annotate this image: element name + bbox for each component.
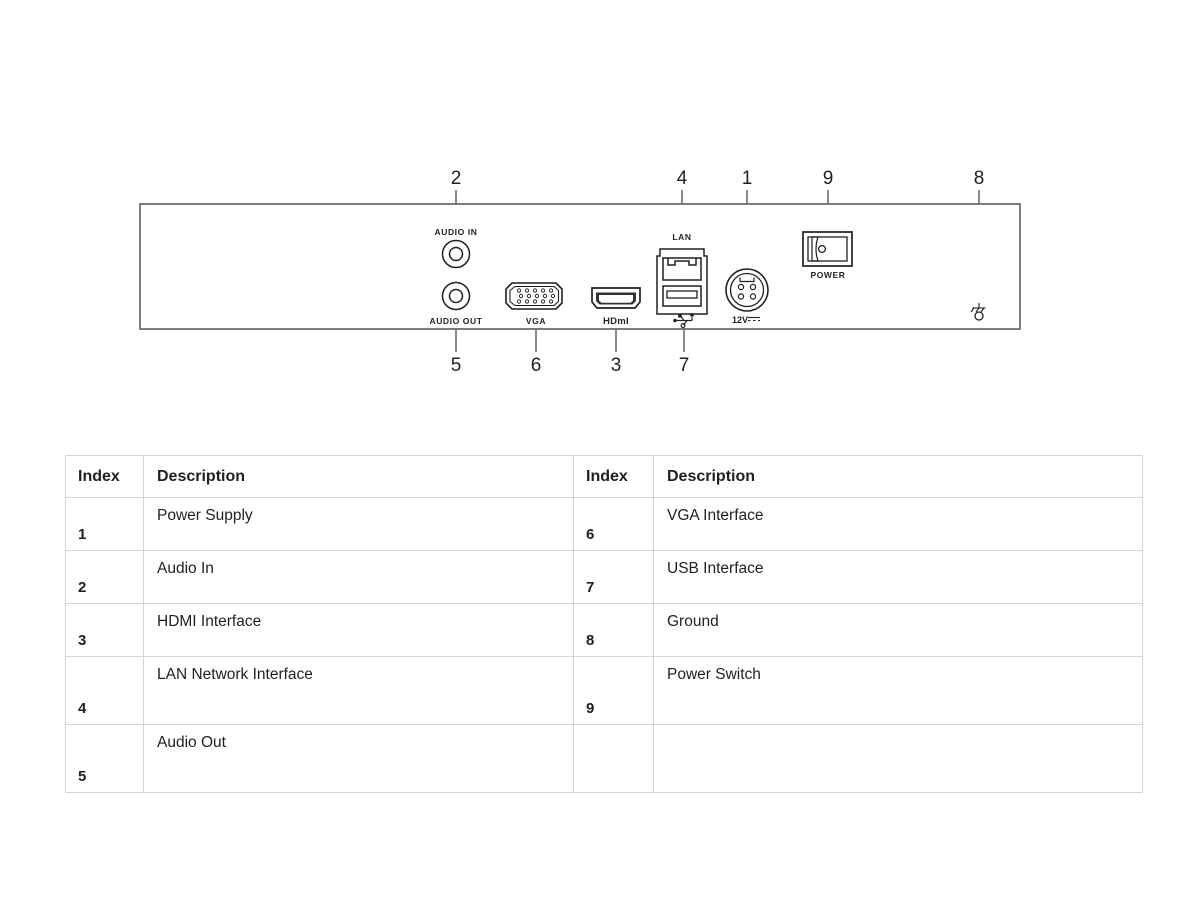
lan-usb-bracket-outline	[656, 248, 708, 315]
audio-in-label: AUDIO IN	[434, 227, 477, 237]
vga-shell-outer	[505, 282, 563, 310]
legend-table-container: Index Description Index Description 1 Po…	[65, 455, 1143, 793]
ground-screw-hole	[974, 311, 984, 321]
row-description-3: HDMI Interface	[143, 603, 574, 657]
row-description-1: Power Supply	[143, 497, 574, 551]
usb-icon	[673, 312, 695, 329]
callout-numbers-bottom: 5 6 3 7	[451, 355, 690, 376]
ground-icon	[970, 303, 986, 313]
row-index-3: 3	[65, 603, 144, 657]
row-description-7: USB Interface	[653, 550, 1143, 604]
callout-number-7: 7	[679, 355, 690, 376]
table-row: 2 Audio In 7 USB Interface	[65, 550, 1143, 604]
dc-connector-inner-ring	[729, 272, 765, 308]
row-description-4: LAN Network Interface	[143, 656, 574, 725]
row-description-9: Power Switch	[653, 656, 1143, 725]
vga-port: VGA	[505, 282, 563, 326]
hdmi-cavity	[599, 295, 633, 303]
rj45-keyway	[667, 258, 697, 266]
dc-power-input-port: 12V	[725, 268, 769, 325]
vga-shell-inner	[509, 285, 560, 307]
audio-out-port: AUDIO OUT	[429, 281, 482, 326]
callout-numbers-top: 2 4 1 9 8	[451, 168, 985, 189]
index-description-table: Index Description Index Description 1 Po…	[65, 455, 1143, 793]
row-index-6: 6	[573, 497, 654, 551]
hdmi-port: HDmI	[591, 287, 641, 327]
power-switch-frame	[802, 231, 853, 267]
hdmi-label: HDmI	[603, 316, 629, 327]
usb-body	[662, 285, 702, 307]
header-description-left: Description	[143, 455, 574, 498]
callout-number-6: 6	[531, 355, 542, 376]
audio-in-jack-outer	[441, 239, 471, 269]
callout-number-4: 4	[677, 168, 688, 189]
row-description-5: Audio Out	[143, 724, 574, 793]
row-index-5: 5	[65, 724, 144, 793]
audio-out-label: AUDIO OUT	[429, 316, 482, 326]
table-header-row: Index Description Index Description	[65, 455, 1143, 498]
hdmi-shell-outer	[591, 287, 641, 309]
audio-in-port: AUDIO IN	[434, 227, 477, 269]
row-index-7: 7	[573, 550, 654, 604]
usb-a-jack	[662, 285, 702, 307]
vga-label: VGA	[526, 316, 546, 326]
callout-number-8: 8	[974, 168, 985, 189]
rj45-jack	[662, 257, 702, 281]
row-description-2: Audio In	[143, 550, 574, 604]
row-index-8: 8	[573, 603, 654, 657]
table-row: 5 Audio Out	[65, 724, 1143, 793]
row-description-8: Ground	[653, 603, 1143, 657]
audio-out-jack-inner	[448, 288, 464, 304]
dc-connector-keyway	[739, 277, 755, 283]
dc-input-label: 12V	[732, 315, 748, 325]
row-description-blank	[653, 724, 1143, 793]
dc-current-icon	[748, 316, 760, 322]
rj45-body	[662, 257, 702, 281]
dc-connector-outer-ring	[725, 268, 769, 312]
table-row: 3 HDMI Interface 8 Ground	[65, 603, 1143, 657]
callout-number-1: 1	[742, 168, 753, 189]
row-index-4: 4	[65, 656, 144, 725]
row-index-1: 1	[65, 497, 144, 551]
rear-panel-diagram: AUDIO IN AUDIO OUT	[0, 0, 1200, 430]
callout-number-9: 9	[823, 168, 834, 189]
audio-in-jack-inner	[448, 246, 464, 262]
header-index-left: Index	[65, 455, 144, 498]
row-index-blank	[573, 724, 654, 793]
dc-connector-pins	[737, 283, 757, 300]
chassis-outline	[139, 203, 1021, 330]
table-row: 4 LAN Network Interface 9 Power Switch	[65, 656, 1143, 725]
vga-pins	[516, 288, 556, 304]
row-index-2: 2	[65, 550, 144, 604]
power-switch-label: POWER	[810, 270, 845, 280]
rear-panel-illustration: AUDIO IN AUDIO OUT	[139, 168, 1021, 376]
lan-label: LAN	[672, 232, 691, 242]
usb-tongue	[666, 290, 698, 299]
row-index-9: 9	[573, 656, 654, 725]
power-switch-bezel	[807, 236, 848, 262]
lan-usb-bracket: LAN	[656, 232, 708, 329]
ground-terminal	[970, 303, 986, 321]
table-row: 1 Power Supply 6 VGA Interface	[65, 497, 1143, 551]
audio-out-jack-outer	[441, 281, 471, 311]
power-switch: POWER	[802, 231, 853, 280]
callout-number-3: 3	[611, 355, 622, 376]
power-switch-indicator	[817, 244, 827, 254]
row-description-6: VGA Interface	[653, 497, 1143, 551]
header-description-right: Description	[653, 455, 1143, 498]
callout-number-2: 2	[451, 168, 462, 189]
power-switch-rocker	[811, 236, 819, 262]
header-index-right: Index	[573, 455, 654, 498]
callout-number-5: 5	[451, 355, 462, 376]
